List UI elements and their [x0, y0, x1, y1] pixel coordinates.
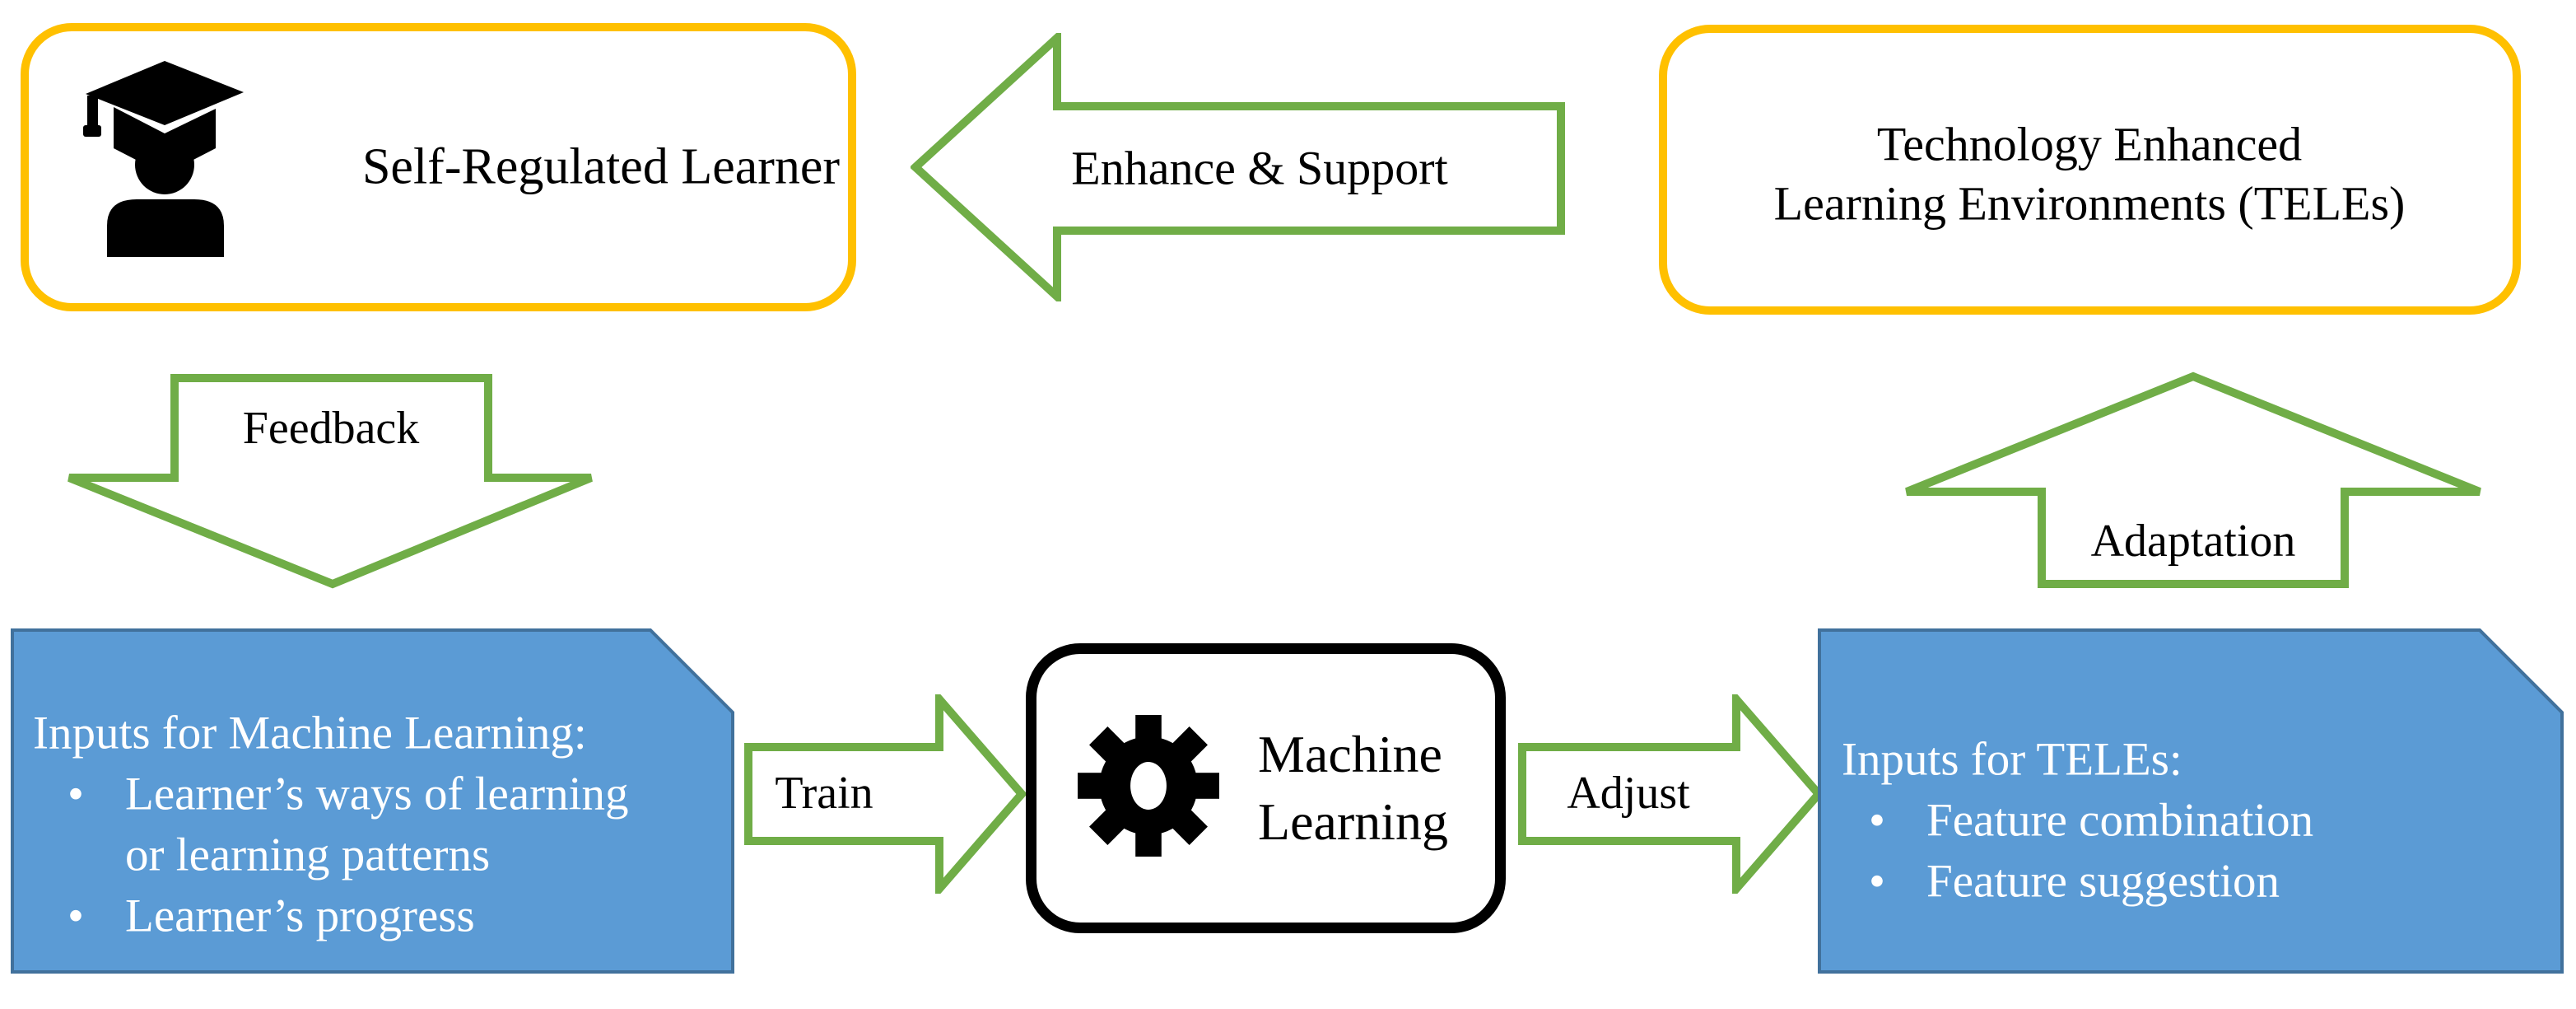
gear-center-hole — [1130, 762, 1167, 810]
inputs-teles-bullet2-text: Feature suggestion — [1926, 855, 2280, 908]
head-shape — [135, 135, 194, 194]
tassel-tip — [83, 125, 101, 137]
train-arrow-shape — [744, 694, 1027, 894]
inputs-ml-bullet1-line1: Learner’s ways of learning — [125, 768, 629, 820]
tassel-cord — [87, 96, 98, 132]
inputs-teles-bullet1-dot: • — [1869, 794, 1885, 847]
machine-learning-label-line2: Learning — [1258, 792, 1448, 851]
inputs-ml-box-shape — [11, 628, 734, 974]
shoulders-shape — [107, 199, 224, 257]
inputs-teles-title: Inputs for TELEs: — [1842, 733, 2182, 786]
arrow-adaptation — [1905, 371, 2481, 588]
mortarboard-shape — [86, 61, 244, 125]
box-machine-learning — [1026, 643, 1506, 933]
gear-icon — [1078, 715, 1219, 857]
adjust-label: Adjust — [1567, 768, 1690, 819]
arrow-feedback — [68, 374, 593, 589]
box-inputs-ml — [11, 628, 734, 974]
arrow-enhance-support — [911, 33, 1565, 301]
enhance-support-arrow-shape — [911, 33, 1565, 301]
box-teles — [1659, 25, 2521, 315]
inputs-ml-bullet1-dot: • — [68, 768, 84, 820]
inputs-ml-bullet1-line2: or learning patterns — [125, 829, 491, 881]
teles-label-line1: Technology Enhanced — [1876, 117, 2303, 171]
teles-label-line2: Learning Environments (TELEs) — [1773, 176, 2406, 231]
inputs-teles-bullet1-text: Feature combination — [1926, 794, 2314, 847]
feedback-label: Feedback — [242, 403, 420, 454]
arrow-train — [744, 694, 1027, 894]
box-inputs-teles — [1818, 628, 2564, 974]
self-regulated-learner-label: Self-Regulated Learner — [361, 138, 841, 195]
inputs-ml-bullet2-text: Learner’s progress — [125, 890, 475, 942]
enhance-support-label: Enhance & Support — [1071, 141, 1448, 195]
inputs-teles-bullet2-dot: • — [1869, 855, 1885, 908]
adaptation-label: Adaptation — [2090, 516, 2296, 567]
inputs-ml-title: Inputs for Machine Learning: — [33, 707, 587, 759]
adaptation-arrow-shape — [1905, 371, 2481, 588]
graduation-cap-student-icon — [83, 61, 244, 257]
inputs-ml-bullet2-dot: • — [68, 890, 84, 942]
adjust-arrow-shape — [1518, 694, 1824, 894]
feedback-arrow-shape — [68, 374, 593, 589]
arrow-adjust — [1518, 694, 1824, 894]
train-label: Train — [775, 768, 873, 819]
machine-learning-label-line1: Machine — [1258, 725, 1442, 783]
inputs-teles-box-shape — [1818, 628, 2564, 974]
